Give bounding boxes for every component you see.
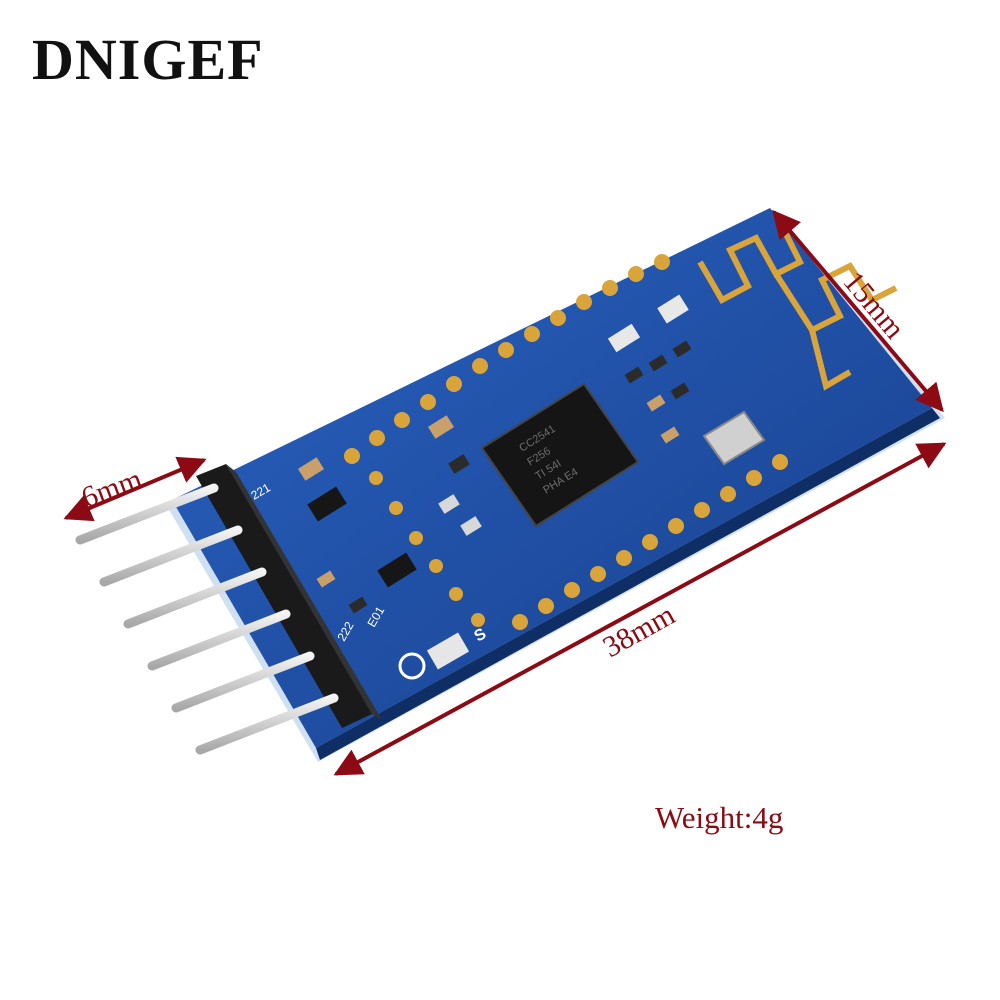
brand-logo-text: DNIGEF	[32, 27, 264, 92]
dimension-label-height: 6mm	[77, 462, 146, 514]
dimension-arrows	[63, 209, 947, 776]
dimension-arrow-6mm	[63, 456, 207, 522]
castellated-pads-top	[344, 254, 670, 464]
dimension-arrow-15mm	[772, 209, 944, 413]
dimension-arrow-38mm	[333, 442, 947, 776]
weight-label: Weight:4g	[655, 800, 784, 835]
